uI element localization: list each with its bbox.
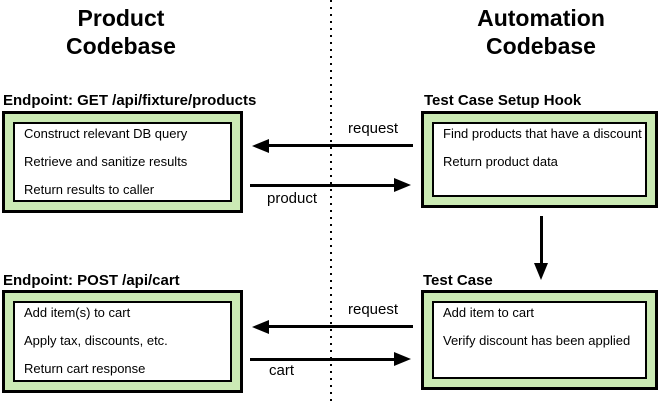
box-label-endpoint-post-cart: Endpoint: POST /api/cart: [3, 272, 180, 289]
box-label-endpoint-get-products: Endpoint: GET /api/fixture/products: [3, 92, 257, 109]
step-line: Return results to caller: [24, 182, 155, 197]
process-box-inner-panel: Construct relevant DB query Retrieve and…: [13, 122, 232, 202]
arrow-setup-to-test-line: [540, 216, 543, 266]
step-line: Construct relevant DB query: [24, 126, 188, 141]
arrow-top-request-line: [266, 144, 413, 147]
arrowhead-right-icon: [394, 178, 411, 192]
arrowhead-down-icon: [534, 263, 548, 280]
step-line: Return product data: [443, 154, 558, 169]
step-line: Add item(s) to cart: [24, 305, 131, 320]
step-line: Verify discount has been applied: [443, 333, 631, 348]
arrow-label-top-product: product: [267, 190, 318, 207]
codebase-boundary-divider: [330, 0, 332, 403]
process-box-inner-panel: Find products that have a discount Retur…: [432, 122, 647, 197]
arrow-label-bottom-cart: cart: [269, 362, 295, 379]
process-box-inner-panel: Add item(s) to cart Apply tax, discounts…: [13, 301, 232, 382]
step-line: Add item to cart: [443, 305, 535, 320]
process-box-endpoint-get-products: Construct relevant DB query Retrieve and…: [2, 111, 243, 213]
right-column-title: Automation Codebase: [477, 5, 605, 59]
arrowhead-right-icon: [394, 352, 411, 366]
box-label-test-case: Test Case: [423, 272, 493, 289]
left-column-title: Product Codebase: [66, 5, 176, 59]
arrowhead-left-icon: [252, 139, 269, 153]
process-box-endpoint-post-cart: Add item(s) to cart Apply tax, discounts…: [2, 290, 243, 393]
arrow-label-bottom-request: request: [348, 301, 399, 318]
box-label-test-case-setup-hook: Test Case Setup Hook: [424, 92, 582, 109]
process-box-test-case: Add item to cart Verify discount has bee…: [421, 290, 658, 390]
arrow-bottom-cart-line: [250, 358, 396, 361]
step-line: Apply tax, discounts, etc.: [24, 333, 168, 348]
step-line: Retrieve and sanitize results: [24, 154, 188, 169]
arrow-bottom-request-line: [266, 325, 413, 328]
step-line: Find products that have a discount: [443, 126, 642, 141]
process-box-inner-panel: Add item to cart Verify discount has bee…: [432, 301, 647, 379]
arrowhead-left-icon: [252, 320, 269, 334]
arrow-label-top-request: request: [348, 120, 399, 137]
process-box-test-case-setup-hook: Find products that have a discount Retur…: [421, 111, 658, 208]
step-line: Return cart response: [24, 361, 146, 376]
arrow-top-product-line: [250, 184, 396, 187]
